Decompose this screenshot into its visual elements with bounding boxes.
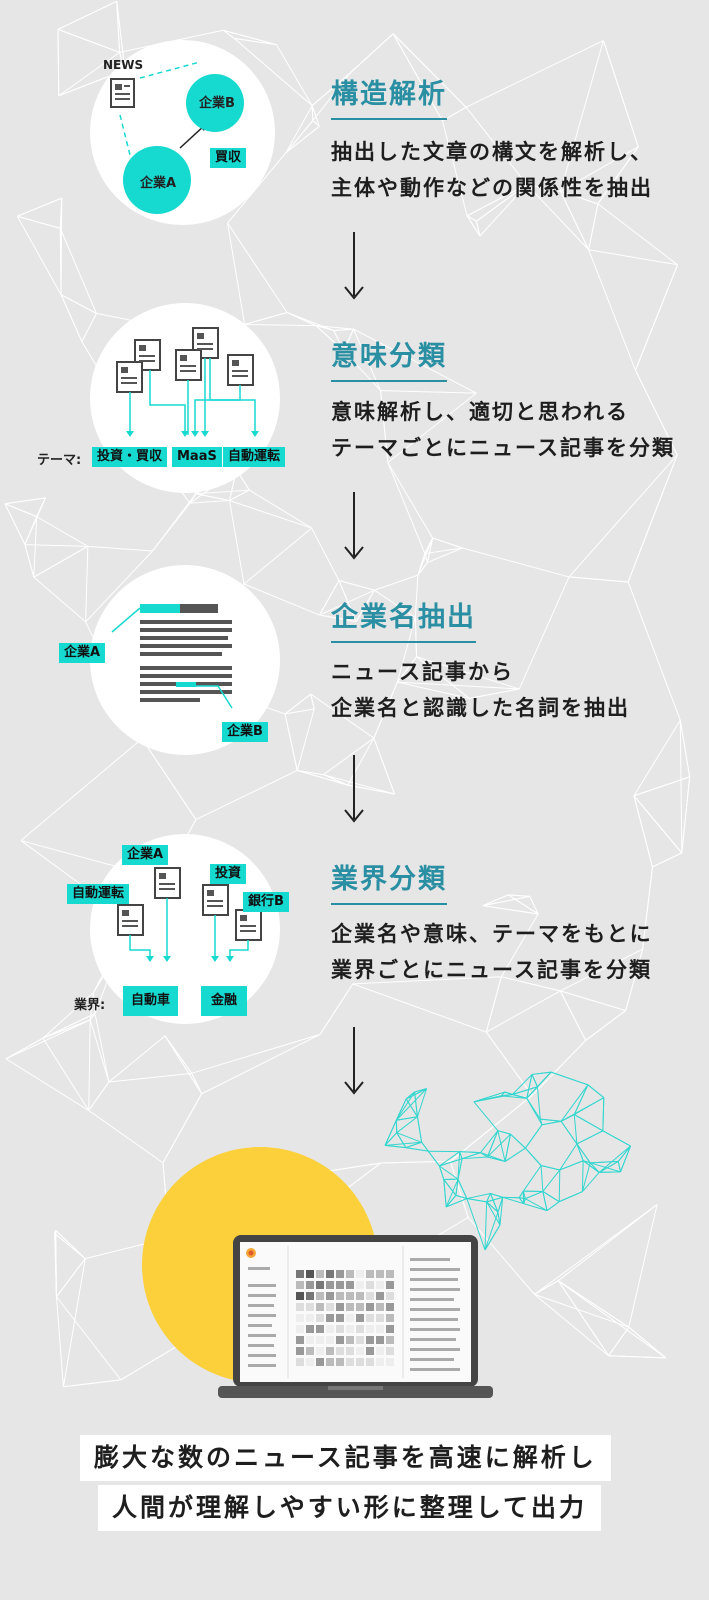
step3-desc-line2: 企業名と認識した名詞を抽出	[331, 696, 630, 720]
industry-bank-b: 銀行B	[243, 892, 289, 912]
arrow-down-icon	[344, 232, 364, 300]
step1-title: 構造解析	[331, 78, 447, 120]
extracted-company-a: 企業A	[59, 643, 106, 663]
arrow-down-icon	[344, 1027, 364, 1095]
theme-tag-autonomous: 自動運転	[223, 447, 286, 467]
step4-desc-line2: 業界ごとにニュース記事を分類	[331, 958, 652, 982]
laptop-icon	[218, 1235, 493, 1398]
conclusion-line2: 人間が理解しやすい形に整理して出力	[98, 1485, 602, 1531]
conclusion-line1: 膨大な数のニュース記事を高速に解析し	[80, 1435, 611, 1481]
industry-automobile: 自動車	[123, 986, 179, 1016]
company-b-node	[186, 74, 244, 132]
industry-finance: 金融	[201, 986, 248, 1016]
step1-desc-line2: 主体や動作などの関係性を抽出	[331, 176, 653, 200]
step2-desc-line2: テーマごとにニュース記事を分類	[331, 436, 675, 460]
company-a-node	[123, 146, 191, 214]
theme-label: テーマ:	[37, 453, 82, 468]
theme-tag-investment: 投資・買収	[92, 447, 168, 467]
step1-desc-line1: 抽出した文章の構文を解析し、	[331, 140, 653, 164]
document-icon	[110, 78, 135, 108]
company-b-label: 企業B	[199, 96, 235, 111]
extracted-company-b: 企業B	[222, 722, 268, 742]
news-label: NEWS	[103, 58, 144, 72]
industry-autonomous: 自動運転	[67, 884, 130, 904]
step4-docs	[117, 867, 262, 962]
step3-document-lines	[111, 604, 233, 709]
step4-desc-line1: 企業名や意味、テーマをもとに	[331, 922, 653, 946]
acquisition-tag: 買収	[210, 148, 247, 168]
industry-label: 業界:	[74, 998, 106, 1013]
industry-investment: 投資	[210, 864, 247, 884]
step3-title: 企業名抽出	[331, 601, 476, 643]
step4-title: 業界分類	[331, 863, 447, 905]
industry-company-a: 企業A	[122, 845, 169, 865]
step2-desc-line1: 意味解析し、適切と思われる	[331, 400, 629, 424]
arrow-down-icon	[344, 755, 364, 823]
step2-docs	[116, 327, 259, 437]
arrow-down-icon	[344, 492, 364, 560]
theme-tag-maas: MaaS	[172, 447, 222, 467]
step3-desc-line1: ニュース記事から	[331, 660, 514, 684]
step2-title: 意味分類	[331, 340, 447, 382]
company-a-label: 企業A	[140, 176, 177, 191]
brain-network-icon	[384, 1071, 631, 1251]
